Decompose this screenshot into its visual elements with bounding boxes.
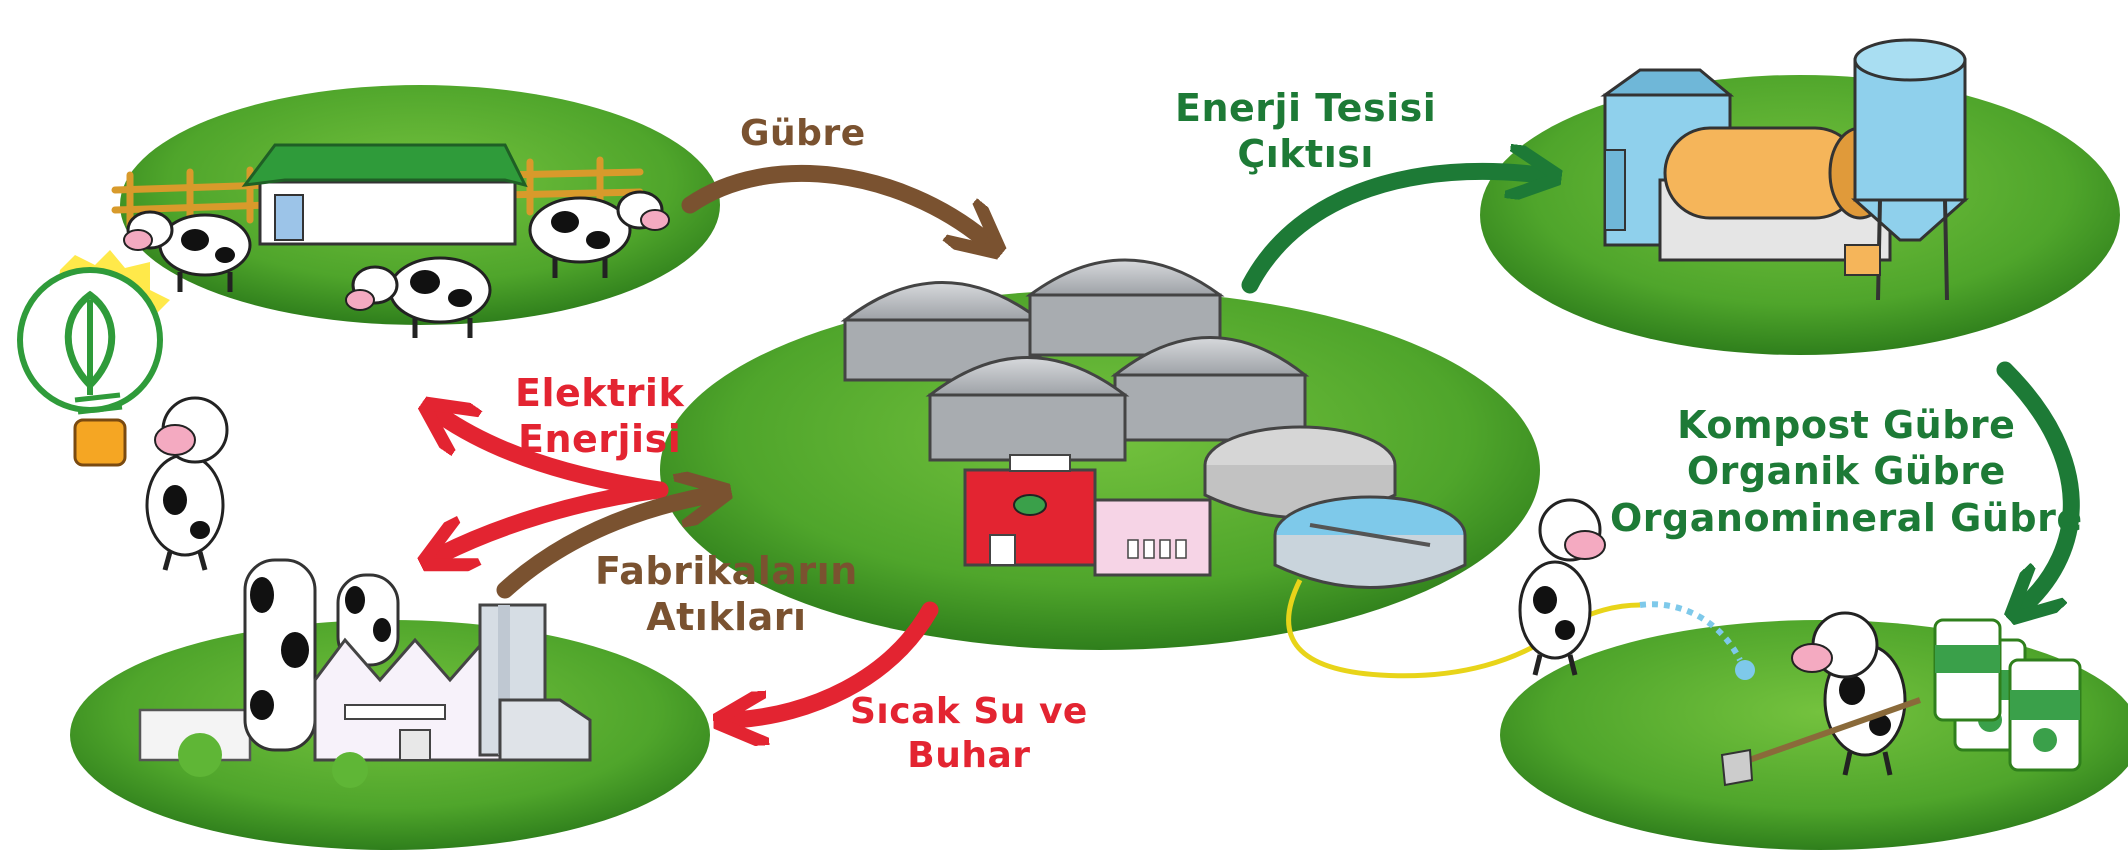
label-sicak-line2: Buhar [907,734,1031,776]
label-elektrik-enerjisi: Elektrik Enerjisi [515,370,684,463]
label-enerji-tesisi-line2: Çıktısı [1237,132,1374,177]
label-fabrika-line2: Atıkları [646,595,807,640]
label-fabrikalarin-atiklari: Fabrikaların Atıkları [595,548,858,641]
biogas-dome-icon [925,356,1130,462]
label-sicak-su-buhar: Sıcak Su ve Buhar [850,690,1088,778]
arrows [440,165,2080,720]
arrow-fabrika-atiklari [496,495,710,599]
label-sicak-line1: Sıcak Su ve [850,691,1088,732]
arrow-sicak-su [735,601,939,720]
factory-illustration [138,558,592,788]
cow-icon [1518,498,1755,680]
arrow-enerji-tesisi [1241,171,1540,294]
farm-illustration [111,143,670,338]
label-organik-gubre: Organik Gübre [1686,449,2006,494]
biogas-plant-illustration [840,258,1641,679]
arrow-gubre [681,165,985,240]
lightbulb-leaf-icon [17,250,170,467]
cow-icon [345,256,492,338]
energy-plant-illustration [1600,38,1969,301]
fertilizer-illustration [1720,611,2082,787]
arrow-elektrik-lower [440,481,669,555]
label-enerji-tesisi-line1: Enerji Tesisi [1175,86,1437,130]
label-kompost-gubre: Kompost Gübre [1677,403,2016,447]
arrow-organik-gubre [1996,361,2080,605]
label-organomineral-gubre: Organomineral Gübre [1610,495,2083,540]
label-gubre-types: Kompost Gübre Organik Gübre Organominera… [1610,402,2083,541]
label-fabrika-line1: Fabrikaların [595,549,858,593]
label-gubre-text: Gübre [740,113,866,154]
label-elektrik-line1: Elektrik [515,371,685,415]
fertilizer-bag-icon [2008,658,2082,772]
biogas-dome-icon [1110,336,1310,442]
label-enerji-tesisi: Enerji Tesisi Çıktısı [1175,85,1436,178]
label-gubre: Gübre [740,112,866,156]
label-elektrik-line2: Enerjisi [518,417,682,462]
biogas-dome-icon [1025,258,1225,357]
cow-icon [528,190,670,278]
cow-icon [145,396,229,571]
fertilizer-bag-icon [1933,618,2002,722]
cow-icon [123,210,252,292]
